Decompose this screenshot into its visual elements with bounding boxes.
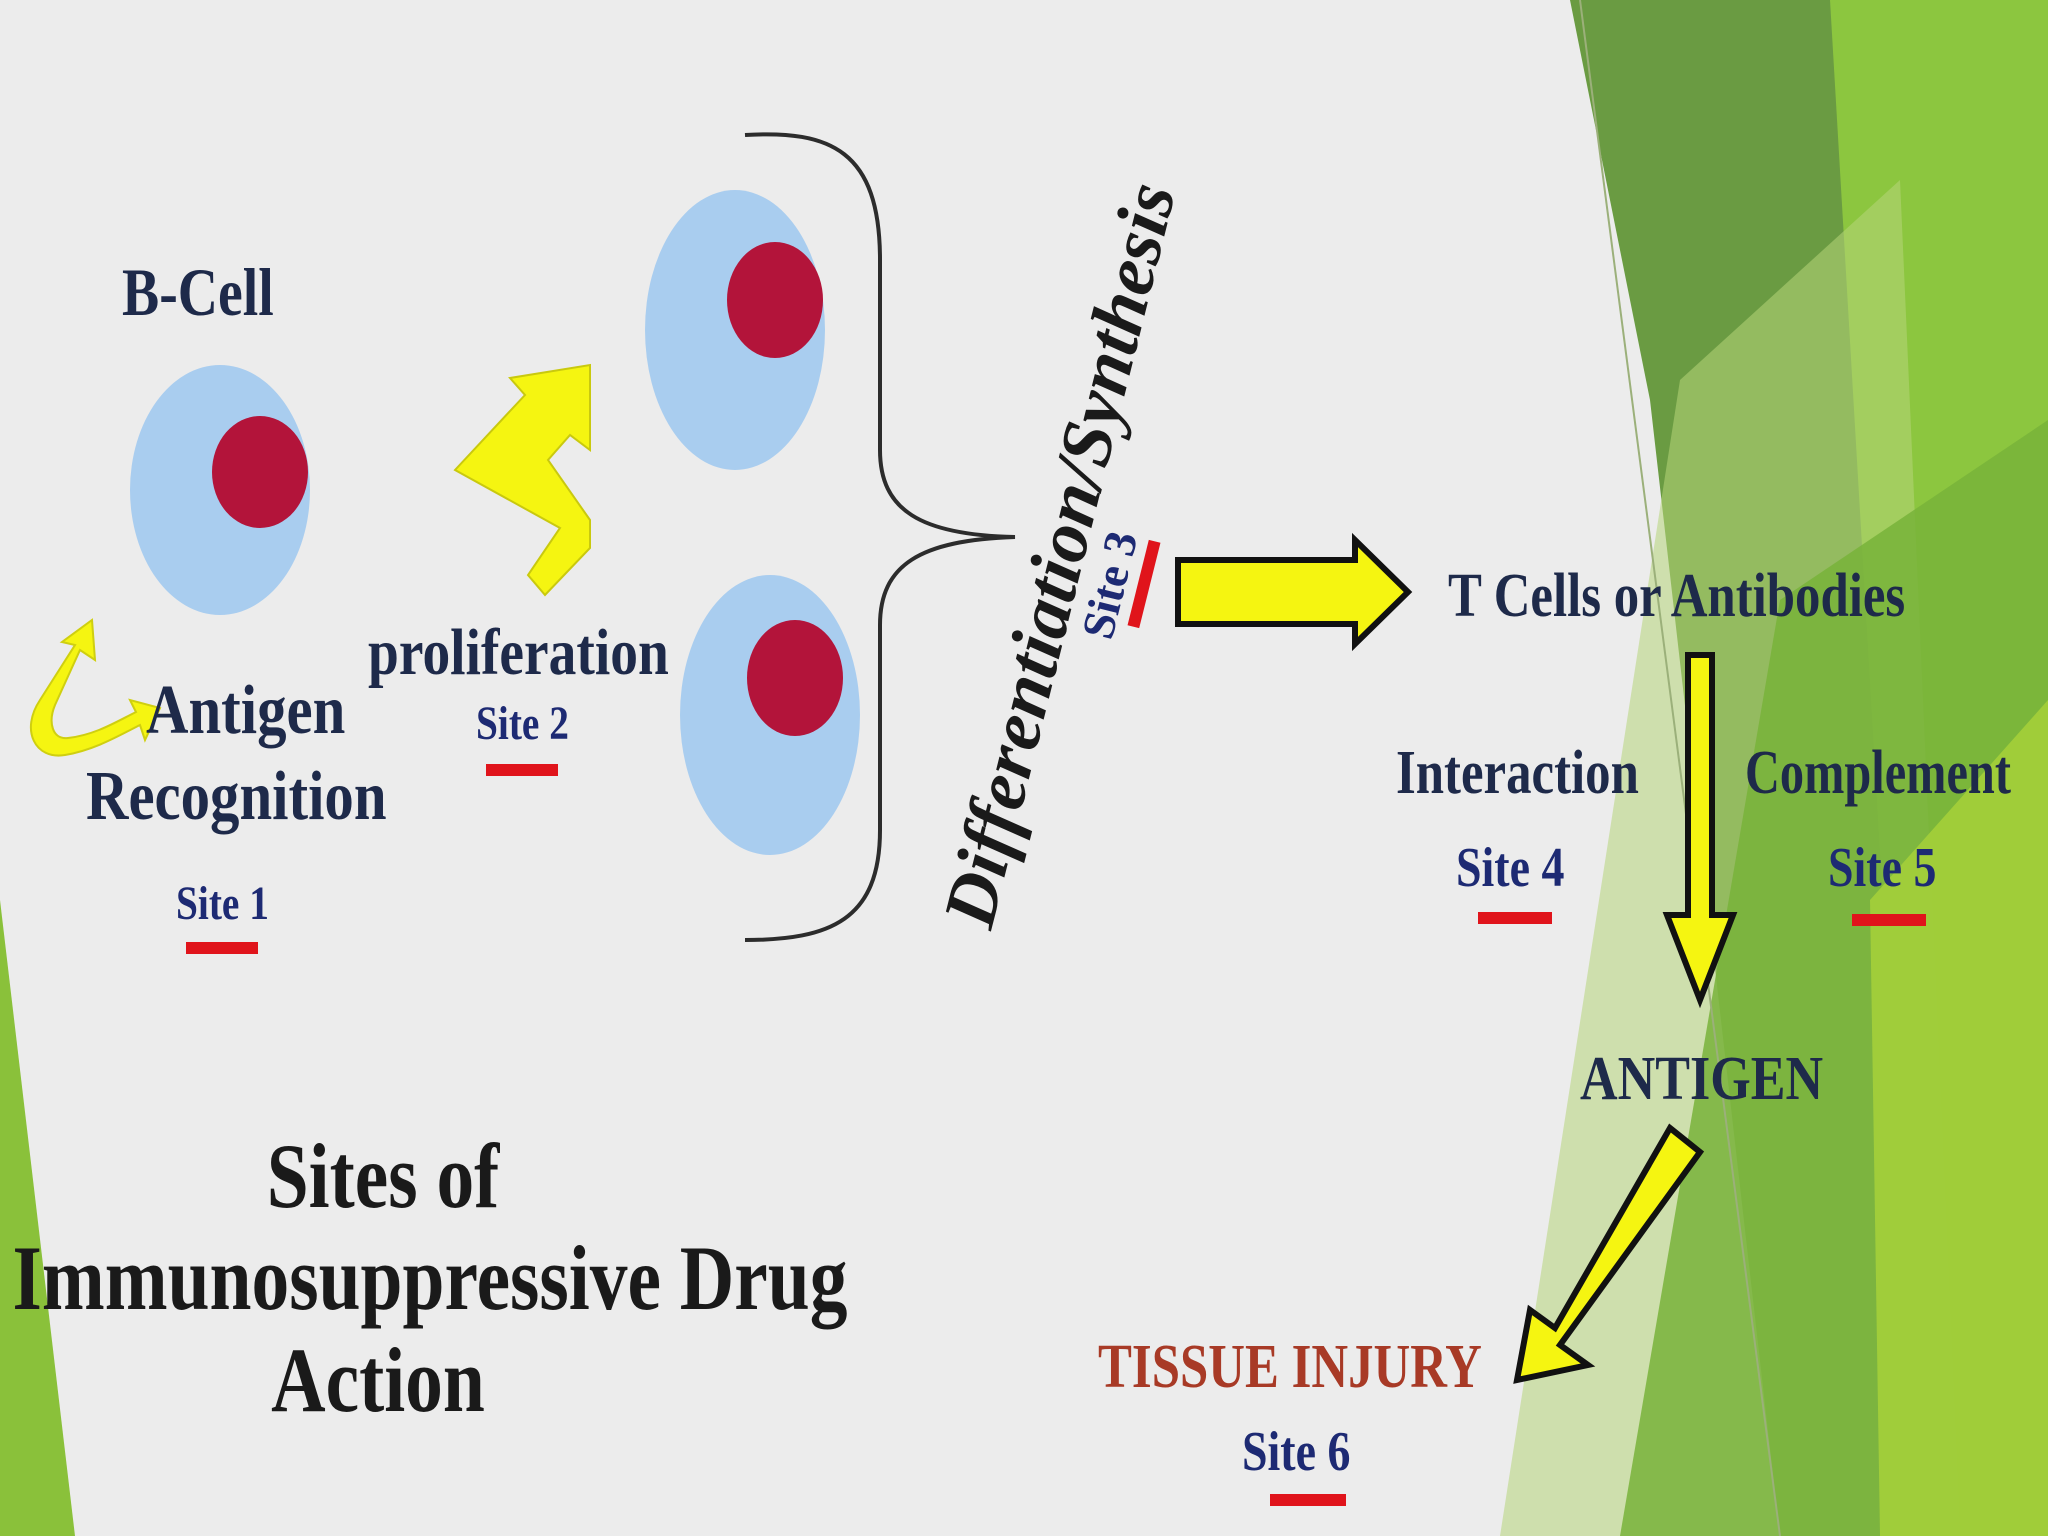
t-cells-label: T Cells or Antibodies: [1448, 562, 1906, 630]
site-2-marker: [486, 764, 558, 776]
daughter-cell-bottom-nucleus: [747, 620, 843, 736]
site-2-label: Site 2: [476, 697, 569, 750]
b-cell-nucleus: [212, 416, 308, 528]
site-1-label: Site 1: [176, 877, 269, 930]
site-4-label: Site 4: [1456, 837, 1565, 899]
antigen-label: Antigen: [146, 672, 346, 749]
complement-label: Complement: [1745, 739, 2011, 807]
proliferation-label: proliferation: [368, 616, 669, 689]
proliferation-arrow-icon: [453, 363, 591, 597]
title-line-1: Sites of: [266, 1125, 500, 1227]
arrow-right-icon: [1175, 532, 1413, 652]
site-4-marker: [1478, 912, 1552, 924]
antigen-node-label: ANTIGEN: [1580, 1045, 1824, 1113]
site-1-marker: [186, 942, 258, 954]
green-panel-right-5: [1870, 700, 2048, 1536]
curly-brace: [744, 132, 1016, 942]
green-panel-left: [0, 900, 75, 1536]
site-6-label: Site 6: [1242, 1421, 1351, 1483]
curved-arrow-icon: [30, 618, 162, 757]
site-5-label: Site 5: [1828, 837, 1937, 899]
recognition-label: Recognition: [86, 758, 387, 835]
daughter-cell-top-nucleus: [727, 242, 823, 358]
title-line-3: Action: [271, 1329, 485, 1431]
arrow-down-icon: [1662, 652, 1738, 1009]
site-6-marker: [1270, 1494, 1346, 1506]
interaction-label: Interaction: [1396, 739, 1639, 807]
arrow-down-left-icon: [1513, 1123, 1705, 1384]
title-line-2: Immunosuppressive Drug: [12, 1227, 848, 1329]
tissue-injury-label: TISSUE INJURY: [1098, 1333, 1482, 1401]
b-cell-label: B-Cell: [122, 254, 274, 330]
site-5-marker: [1852, 914, 1926, 926]
thin-line: [1579, 0, 1781, 1536]
